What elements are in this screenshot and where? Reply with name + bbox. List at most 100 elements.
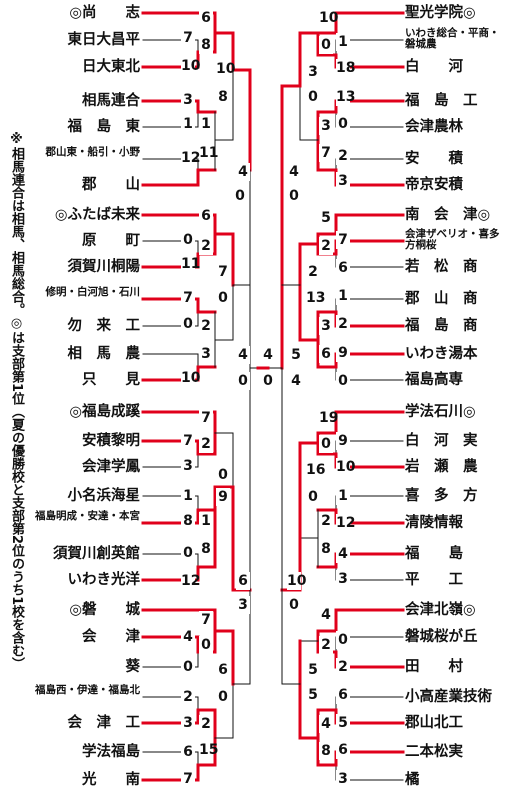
left-team-name: 福島明成・安達・本宮 [35, 510, 140, 522]
right-team-name: 郡 山 商 [405, 291, 478, 307]
left-score: 8 [199, 36, 213, 54]
right-score: 4 [319, 606, 333, 624]
left-score: 7 [181, 289, 195, 307]
left-score: 9 [216, 488, 230, 506]
right-team-name: 福 島 商 [405, 318, 478, 334]
left-score: 12 [181, 149, 201, 167]
left-score: 2 [199, 237, 213, 255]
left-score: 7 [199, 611, 213, 629]
right-score: 2 [319, 237, 333, 255]
left-team-name: いわき光洋 [67, 572, 141, 588]
right-score: 6 [336, 686, 350, 704]
left-score: 8 [216, 88, 230, 106]
right-score: 3 [319, 117, 333, 135]
right-team-name: 聖光学院◎ [405, 5, 476, 21]
right-score: 3 [319, 317, 333, 335]
left-score: 0 [181, 315, 195, 333]
left-team-name: 安積黎明 [82, 433, 140, 449]
left-team-name: 原 町 [82, 233, 140, 249]
left-score: 10 [181, 57, 201, 75]
left-score: 0 [216, 688, 230, 706]
right-score: 2 [319, 636, 333, 654]
left-score: 4 [261, 346, 275, 364]
right-score: 5 [289, 346, 303, 364]
left-score: 1 [199, 115, 213, 133]
left-score: 0 [216, 289, 230, 307]
left-team-name: 福 島 東 [67, 119, 141, 135]
left-score: 6 [236, 572, 250, 590]
right-team-name: 喜 多 方 [405, 488, 478, 504]
right-score: 0 [287, 187, 301, 205]
left-score: 1 [181, 487, 195, 505]
left-score: 0 [216, 466, 230, 484]
right-score: 2 [319, 512, 333, 530]
left-score: 2 [181, 688, 195, 706]
left-score: 6 [199, 207, 213, 225]
left-team-name: 相 馬 農 [67, 346, 141, 362]
right-score: 13 [306, 289, 326, 307]
left-score: 11 [181, 255, 201, 273]
right-score: 10 [319, 9, 339, 27]
left-team-name: ◎ふたば未来 [54, 207, 140, 223]
right-score: 8 [319, 540, 333, 558]
left-team-name: 光 南 [82, 772, 140, 788]
left-score: 0 [233, 187, 247, 205]
right-team-name: 清陵情報 [405, 515, 463, 531]
right-team-name: 若 松 商 [405, 259, 478, 275]
left-score: 0 [181, 231, 195, 249]
right-team-name: 会津北嶺◎ [405, 602, 476, 618]
right-score: 16 [306, 461, 326, 479]
left-team-name: 勿 来 工 [67, 318, 141, 334]
right-score: 1 [336, 287, 350, 305]
left-team-name: 小名浜海星 [67, 488, 141, 504]
left-score: 0 [181, 658, 195, 676]
left-team-name: 郡 山 [82, 177, 140, 193]
right-score: 13 [336, 88, 356, 106]
right-score: 5 [336, 714, 350, 732]
left-score: 3 [236, 596, 250, 614]
right-score: 0 [306, 88, 320, 106]
left-score: 11 [199, 144, 219, 162]
left-score: 1 [199, 512, 213, 530]
left-score: 6 [199, 9, 213, 27]
left-team-name: 会 津 [82, 629, 140, 645]
left-team-name: 東日大昌平 [67, 32, 141, 48]
left-score: 7 [199, 409, 213, 427]
right-score: 4 [287, 163, 301, 181]
bracket-note: ※相馬連合は相馬、相馬総合。◎は支部第1位（夏の優勝校と支部第2位のうち1校を含… [9, 132, 24, 671]
right-score: 7 [336, 231, 350, 249]
left-team-name: 郡山東・船引・小野 [45, 146, 141, 158]
right-team-name: 帝京安積 [405, 177, 463, 193]
right-score: 8 [319, 742, 333, 760]
right-score: 6 [336, 741, 350, 759]
right-score: 4 [336, 545, 350, 563]
left-team-name: ◎福島成蹊 [69, 404, 140, 420]
left-team-name: 修明・白河旭・石川 [45, 286, 141, 298]
left-score: 3 [181, 457, 195, 475]
right-team-name: 白 河 [405, 59, 463, 75]
left-score: 0 [261, 372, 275, 390]
right-score: 3 [336, 770, 350, 788]
right-score: 4 [319, 715, 333, 733]
right-score: 1 [336, 487, 350, 505]
right-score: 0 [306, 488, 320, 506]
right-score: 0 [319, 435, 333, 453]
left-score: 4 [236, 346, 250, 364]
left-team-name: 須賀川桐陽 [67, 259, 141, 275]
right-score: 7 [319, 144, 333, 162]
left-score: 2 [199, 435, 213, 453]
right-score: 5 [306, 686, 320, 704]
left-score: 4 [236, 163, 250, 181]
left-team-name: 会津学鳳 [82, 459, 140, 475]
left-team-name: 葵 [125, 659, 141, 675]
right-score: 2 [336, 147, 350, 165]
right-team-name: 田 村 [405, 659, 463, 675]
left-score: 12 [181, 572, 201, 590]
right-score: 6 [336, 259, 350, 277]
right-team-name: 福 島 [405, 546, 463, 562]
right-score: 0 [319, 36, 333, 54]
right-score: 10 [287, 572, 307, 590]
left-score: 6 [181, 743, 195, 761]
right-team-name: 会津農林 [405, 119, 463, 135]
